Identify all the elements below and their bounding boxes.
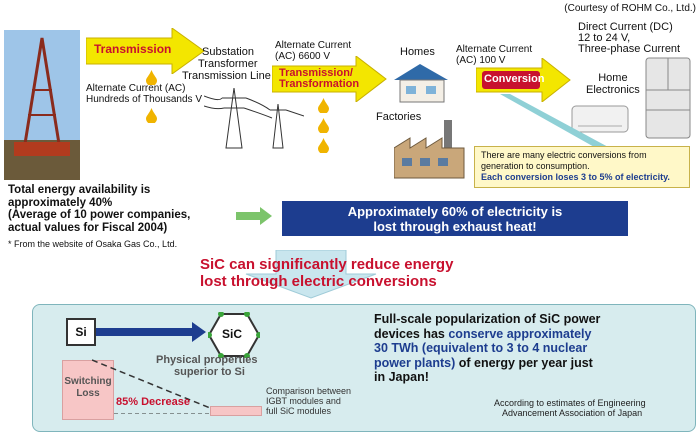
ac-6600-label: Alternate Current (AC) 6600 V <box>275 40 352 62</box>
sic-headline: SiC can significantly reduce energy lost… <box>200 256 454 290</box>
conversion-arrow <box>476 58 571 102</box>
substation-label: Substation Transformer Transmission Line <box>182 46 271 82</box>
si-to-sic-arrow <box>96 322 206 342</box>
power-plant-illustration <box>4 30 80 180</box>
transmission-transformation-arrow <box>272 56 387 102</box>
energy-drop-icon <box>146 70 157 85</box>
conversion-label: Conversion <box>484 73 545 85</box>
transmission-label: Transmission <box>94 42 172 56</box>
osaka-gas-footnote: * From the website of Osaka Gas Co., Ltd… <box>8 239 178 249</box>
sic-loss-bar <box>210 406 262 416</box>
energy-drop-icon <box>318 118 329 133</box>
energy-drop-icon <box>318 138 329 153</box>
conversion-note: There are many electric conversions from… <box>474 146 690 188</box>
energy-drop-icon <box>146 108 157 123</box>
comparison-dashed-lines <box>92 359 211 414</box>
note-pointer <box>500 94 610 148</box>
pylon-illustration <box>204 88 304 149</box>
sic-main-statement: Full-scale popularization of SiC power d… <box>374 312 601 384</box>
down-arrow <box>245 250 377 299</box>
switching-loss-label: Switching Loss <box>64 376 112 399</box>
energy-drop-icon <box>318 98 329 113</box>
transmission-transformation-label: Transmission/ Transformation <box>279 67 360 90</box>
sic-hexagon <box>208 312 260 358</box>
green-arrow <box>236 207 272 225</box>
dc-label: Direct Current (DC) 12 to 24 V, Three-ph… <box>578 21 681 55</box>
sic-panel <box>32 304 696 432</box>
factories-label: Factories <box>376 111 422 123</box>
factory-illustration <box>394 120 465 179</box>
ac-100-label: Alternate Current (AC) 100 V <box>456 44 533 66</box>
energy-availability-text: Total energy availability is approximate… <box>8 184 191 234</box>
electricity-loss-box: Approximately 60% of electricity is lost… <box>282 201 628 236</box>
source-text: According to estimates of Engineering Ad… <box>494 398 646 418</box>
physical-properties-text: Physical properties superior to Si <box>156 354 258 378</box>
homes-label: Homes <box>400 46 435 58</box>
decrease-label: 85% Decrease <box>116 396 191 408</box>
si-chip: Si <box>66 318 96 346</box>
comparison-text: Comparison between IGBT modules and full… <box>266 386 352 416</box>
refrigerator-illustration <box>645 57 691 139</box>
house-illustration <box>394 64 448 103</box>
sic-chip-label: SiC <box>222 327 243 341</box>
credit-text: (Courtesy of ROHM Co., Ltd.) <box>564 3 696 14</box>
ac-hundreds-label: Alternate Current (AC) Hundreds of Thous… <box>86 83 203 105</box>
switching-loss-bar <box>62 360 114 420</box>
home-electronics-label: Home Electronics <box>586 72 640 96</box>
air-conditioner-illustration <box>571 105 629 133</box>
transmission-arrow <box>86 28 205 74</box>
